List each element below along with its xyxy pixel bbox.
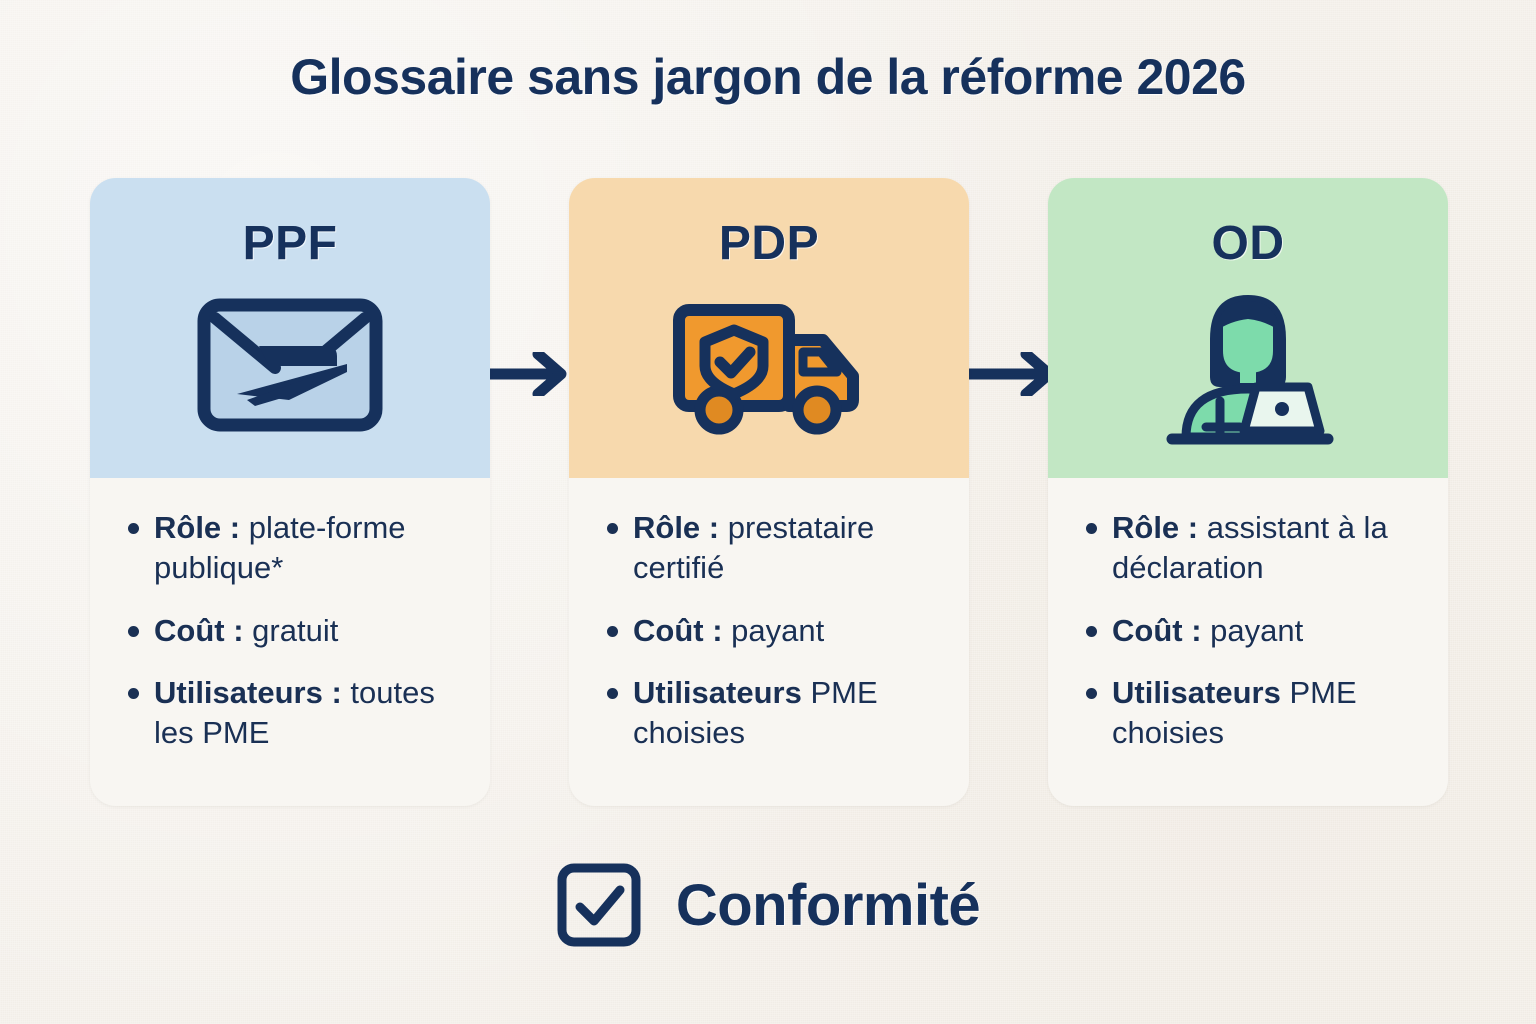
delivery-truck-shield-icon xyxy=(669,285,869,445)
bullet-value: assistant à la déclaration xyxy=(1112,510,1388,586)
card-od-bullets: Rôle : assistant à la déclaration Coût :… xyxy=(1084,508,1422,753)
bullet-key: Coût : xyxy=(154,612,244,648)
bullet-key: Utilisateurs xyxy=(633,674,802,710)
card-ppf-title: PPF xyxy=(242,217,338,270)
bullet-value: payant xyxy=(1210,612,1304,648)
card-ppf-body: Rôle : plate-forme publique* Coût : grat… xyxy=(90,478,490,806)
list-item: Utilisateurs PME choisies xyxy=(605,673,943,754)
bullet-value: prestataire certifié xyxy=(633,510,875,586)
card-pdp-body: Rôle : prestataire certifié Coût : payan… xyxy=(569,478,969,806)
card-ppf-header: PPF xyxy=(90,178,490,478)
card-pdp-bullets: Rôle : prestataire certifié Coût : payan… xyxy=(605,508,943,753)
list-item: Rôle : prestataire certifié xyxy=(605,508,943,589)
bullet-key: Rôle : xyxy=(1112,510,1199,545)
card-pdp[interactable]: PDP xyxy=(569,178,969,806)
card-od-header: OD xyxy=(1048,178,1448,478)
page-title: Glossaire sans jargon de la réforme 2026 xyxy=(290,49,1246,105)
person-laptop-icon xyxy=(1148,285,1348,445)
bullet-value: toutes les PME xyxy=(154,674,435,751)
bullet-value: payant xyxy=(731,612,825,648)
list-item: Rôle : plate-forme publique* xyxy=(126,508,464,589)
bullet-value: gratuit xyxy=(252,612,339,648)
checkbox-checked-icon xyxy=(556,862,642,948)
envelope-mail-icon xyxy=(190,285,390,445)
glossary-card-row: PPF Rôle : xyxy=(90,178,1448,806)
bullet-key: Rôle : xyxy=(633,510,720,545)
list-item: Coût : payant xyxy=(605,611,943,651)
card-ppf[interactable]: PPF Rôle : xyxy=(90,178,490,806)
list-item: Coût : gratuit xyxy=(126,611,464,651)
list-item: Utilisateurs : toutes les PME xyxy=(126,673,464,754)
list-item: Coût : payant xyxy=(1084,611,1422,651)
list-item: Rôle : assistant à la déclaration xyxy=(1084,508,1422,589)
bullet-value: PME choisies xyxy=(633,674,878,751)
card-od-title: OD xyxy=(1211,217,1285,270)
bullet-value: plate-forme publique* xyxy=(154,510,406,586)
bullet-key: Utilisateurs xyxy=(1112,674,1281,710)
card-od-body: Rôle : assistant à la déclaration Coût :… xyxy=(1048,478,1448,806)
footer-conformity: Conformité xyxy=(0,862,1536,948)
list-item: Utilisateurs PME choisies xyxy=(1084,673,1422,754)
bullet-key: Utilisateurs : xyxy=(154,674,342,710)
bullet-key: Rôle : xyxy=(154,510,241,545)
card-ppf-bullets: Rôle : plate-forme publique* Coût : grat… xyxy=(126,508,464,753)
bullet-value: PME choisies xyxy=(1112,674,1357,751)
card-od[interactable]: OD xyxy=(1048,178,1448,806)
footer-label: Conformité xyxy=(675,872,981,938)
bullet-key: Coût : xyxy=(633,612,723,648)
card-pdp-header: PDP xyxy=(569,178,969,478)
bullet-key: Coût : xyxy=(1112,612,1202,648)
card-pdp-title: PDP xyxy=(718,217,820,270)
